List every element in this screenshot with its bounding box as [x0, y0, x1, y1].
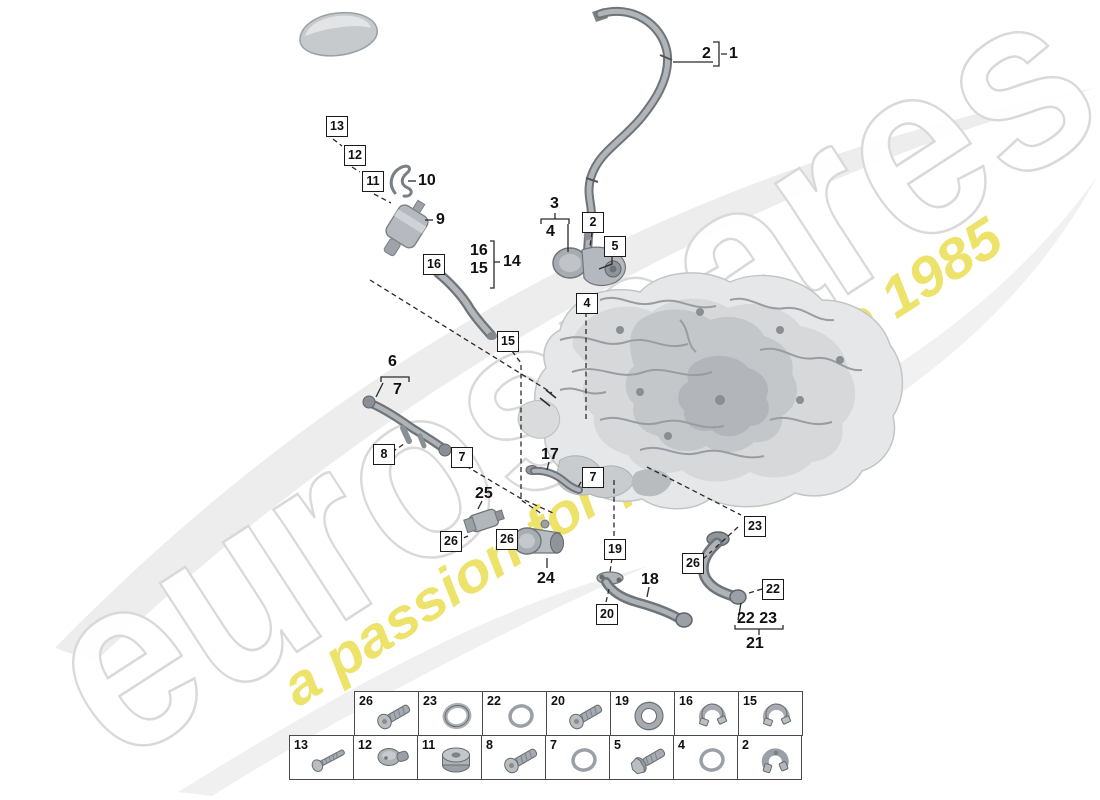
- label-24: 24: [537, 570, 555, 587]
- label-3: 3: [550, 195, 559, 212]
- table-cell-13[interactable]: 13: [289, 735, 354, 780]
- grommet-icon: [442, 747, 470, 773]
- hose-clamp-icon: [755, 699, 801, 733]
- label-10: 10: [418, 172, 436, 189]
- clamp-band-icon: [627, 699, 673, 733]
- label-17: 17: [541, 446, 559, 463]
- label-9: 9: [436, 211, 445, 228]
- tapping-screw-icon: [309, 745, 348, 774]
- rail-part-6: [362, 395, 452, 457]
- label-14: 14: [503, 253, 521, 270]
- connector-part-24: [512, 519, 564, 555]
- callout-box-26-b[interactable]: 26: [496, 529, 518, 550]
- leader-lines: [375, 41, 784, 635]
- table-cell-4[interactable]: 4: [673, 735, 738, 780]
- table-cell-20[interactable]: 20: [546, 691, 611, 736]
- o-ring-icon: [506, 701, 536, 731]
- table-cell-2[interactable]: 2: [737, 735, 802, 780]
- callout-box-26[interactable]: 26: [440, 531, 462, 552]
- car-cover-part: [299, 11, 378, 57]
- callout-box-11[interactable]: 11: [362, 171, 384, 192]
- table-cell-15[interactable]: 15: [738, 691, 803, 736]
- label-21: 21: [746, 635, 764, 652]
- hose-part-21: [697, 531, 747, 605]
- screw-icon: [501, 744, 540, 776]
- table-cell-26[interactable]: 26: [354, 691, 419, 736]
- parts-table: 26 23 22 20 19 16 15 13: [289, 691, 803, 780]
- table-cell-7[interactable]: 7: [545, 735, 610, 780]
- table-cell-5[interactable]: 5: [609, 735, 674, 780]
- label-6: 6: [388, 353, 397, 370]
- callout-box-20[interactable]: 20: [596, 604, 618, 625]
- label-15: 15: [470, 260, 488, 277]
- table-cell-11[interactable]: 11: [417, 735, 482, 780]
- table-cell-8[interactable]: 8: [481, 735, 546, 780]
- label-22-23: 22 23: [737, 610, 778, 627]
- callout-box-7-b[interactable]: 7: [582, 467, 604, 488]
- callout-box-26-c[interactable]: 26: [682, 553, 704, 574]
- table-cell-12[interactable]: 12: [353, 735, 418, 780]
- table-cell-19[interactable]: 19: [610, 691, 675, 736]
- callout-box-8[interactable]: 8: [373, 444, 395, 465]
- callout-box-23[interactable]: 23: [744, 516, 766, 537]
- callout-box-22[interactable]: 22: [762, 579, 784, 600]
- table-cell-22[interactable]: 22: [482, 691, 547, 736]
- callout-box-2[interactable]: 2: [582, 212, 604, 233]
- valve-part-9: [383, 199, 429, 257]
- engine-illustration: [517, 272, 904, 510]
- table-cell-23[interactable]: 23: [418, 691, 483, 736]
- label-16: 16: [470, 242, 488, 259]
- pipe-part-18: [596, 571, 693, 628]
- callout-box-5[interactable]: 5: [604, 236, 626, 257]
- dashed-leader-lines: [332, 138, 763, 603]
- hose-clamp-icon: [691, 699, 737, 733]
- callout-box-15[interactable]: 15: [497, 331, 519, 352]
- callout-box-16[interactable]: 16: [423, 254, 445, 275]
- parts-table-row-1: 26 23 22 20 19 16 15: [354, 691, 803, 736]
- callout-box-19[interactable]: 19: [604, 539, 626, 560]
- plug-icon: [377, 748, 410, 766]
- callout-box-7[interactable]: 7: [451, 447, 473, 468]
- table-cell-16[interactable]: 16: [674, 691, 739, 736]
- callout-box-13[interactable]: 13: [326, 116, 348, 137]
- label-4: 4: [546, 223, 555, 240]
- callout-box-12[interactable]: 12: [344, 145, 366, 166]
- o-ring-icon: [569, 745, 599, 775]
- screw-icon: [566, 700, 605, 732]
- label-1: 1: [729, 45, 738, 62]
- label-7: 7: [393, 381, 402, 398]
- label-2-top: 2: [702, 45, 711, 62]
- label-18: 18: [641, 571, 659, 588]
- hose-part-17: [525, 465, 583, 494]
- label-25: 25: [475, 485, 493, 502]
- clip-part-10: [389, 164, 413, 198]
- sensor-part-25: [463, 508, 505, 534]
- spring-clamp-icon: [754, 743, 800, 777]
- flange-bolt-icon: [628, 744, 669, 777]
- screw-icon: [374, 700, 413, 732]
- parts-table-row-2: 13 12 11 8 7 5 4 2: [289, 735, 803, 780]
- seal-ring-icon: [435, 699, 481, 733]
- o-ring-icon: [697, 745, 727, 775]
- callout-box-4[interactable]: 4: [576, 293, 598, 314]
